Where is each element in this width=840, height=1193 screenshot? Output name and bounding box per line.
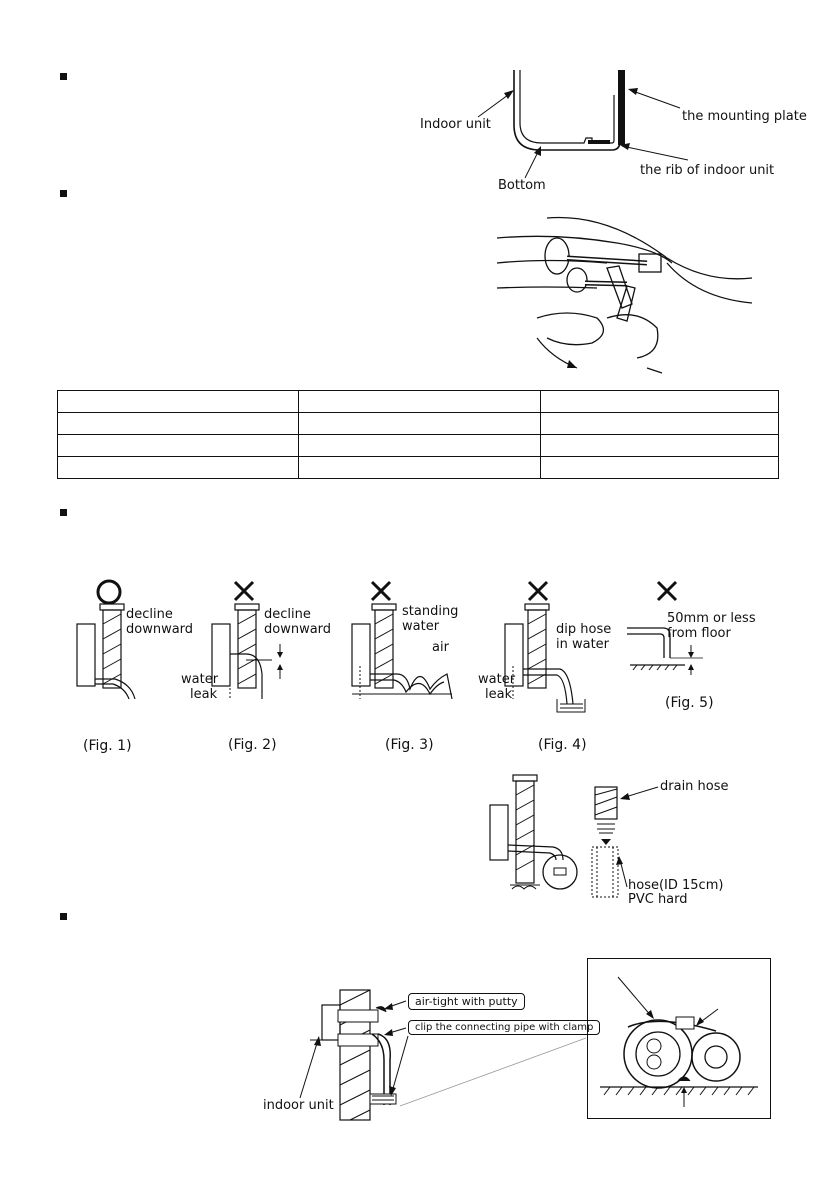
fig3-note-1: standing <box>402 604 459 619</box>
drain-arrows <box>616 786 659 888</box>
fig4-note-1: dip hose <box>556 622 612 637</box>
fig1-caption: (Fig. 1) <box>83 738 132 754</box>
bullet-2 <box>60 190 67 197</box>
fig3-note-3: air <box>432 640 449 655</box>
drain-hose-extension-diagram <box>489 774 619 898</box>
fig2-note-1: decline <box>264 607 311 622</box>
torque-spec-table <box>57 390 779 479</box>
bullet-3 <box>60 509 67 516</box>
fig2-note-4: leak <box>190 687 218 702</box>
clip-label: clip the connecting pipe with clamp <box>415 1022 594 1033</box>
table-row <box>57 412 779 435</box>
wrong-mark-icon <box>527 580 549 602</box>
bottom-label: Bottom <box>498 178 546 193</box>
fig2-caption: (Fig. 2) <box>228 737 277 753</box>
rib-label: the rib of indoor unit <box>640 163 775 178</box>
fig1-note-2: downward <box>126 622 194 637</box>
pvc-label: PVC hard <box>628 892 688 907</box>
fig5-note-2: from floor <box>667 626 731 641</box>
fig3-drawing <box>351 603 453 700</box>
fig4-caption: (Fig. 4) <box>538 737 587 753</box>
fig4-note-4: leak <box>485 687 513 702</box>
table-row <box>57 390 779 413</box>
fig2-note-2: downward <box>264 622 332 637</box>
indoor-unit-label-2: indoor unit <box>263 1098 334 1113</box>
indoor-unit-label: Indoor unit <box>420 117 491 132</box>
wrench-tightening-illustration <box>496 216 753 374</box>
bullet-1 <box>60 73 67 80</box>
air-tight-label: air-tight with putty <box>415 995 518 1008</box>
fig2-drawing <box>211 603 283 699</box>
fig3-caption: (Fig. 3) <box>385 737 434 753</box>
wrong-mark-icon <box>656 580 678 602</box>
air-tight-label-box: air-tight with putty <box>408 993 525 1010</box>
table-row <box>57 434 779 457</box>
indoor-unit-bottom-diagram <box>513 70 625 151</box>
wall-pipe-diagram <box>310 989 397 1121</box>
fig4-drawing <box>504 603 586 713</box>
indoor-unit-arrows <box>477 88 689 179</box>
pipe-cross-section-inset <box>587 958 771 1119</box>
fig1-drawing <box>76 603 136 700</box>
fig3-note-2: water <box>402 619 440 634</box>
fig5-caption: (Fig. 5) <box>665 695 714 711</box>
fig4-note-3: water <box>478 672 516 687</box>
clip-label-box: clip the connecting pipe with clamp <box>408 1020 601 1035</box>
mounting-plate-label: the mounting plate <box>682 109 807 124</box>
fig5-note-1: 50mm or less <box>667 611 756 626</box>
bullet-4 <box>60 913 67 920</box>
drain-hose-label: drain hose <box>660 779 729 794</box>
table-row <box>57 456 779 479</box>
pipe-cross-section-drawing <box>600 976 758 1107</box>
wrong-mark-icon <box>233 580 255 602</box>
fig1-note-1: decline <box>126 607 173 622</box>
wrong-mark-icon <box>370 580 392 602</box>
table-cell <box>540 456 779 479</box>
correct-mark-icon <box>96 579 122 605</box>
fig5-drawing <box>627 627 703 675</box>
fig4-note-2: in water <box>556 637 610 652</box>
fig2-note-3: water <box>181 672 219 687</box>
hose-id-label: hose(ID 15cm) <box>628 878 724 893</box>
